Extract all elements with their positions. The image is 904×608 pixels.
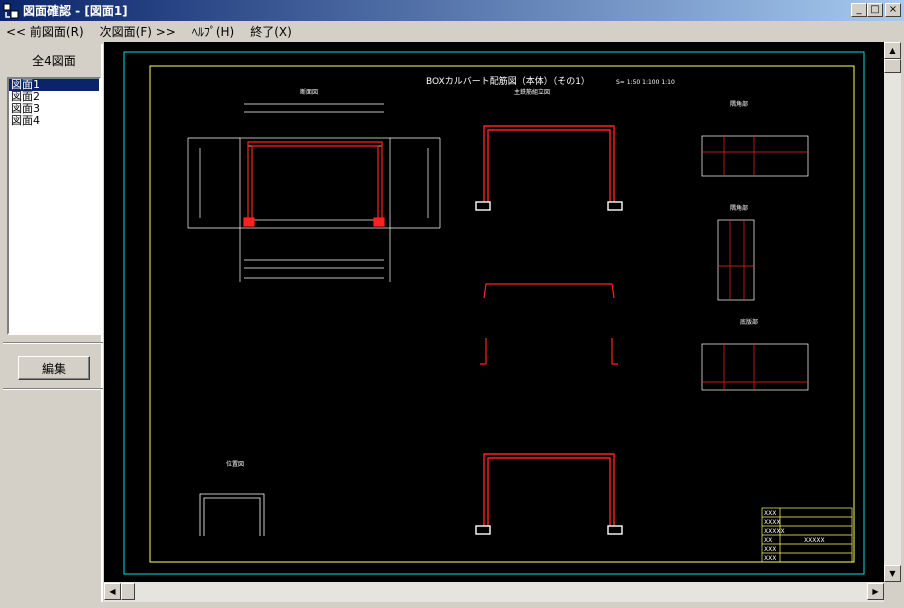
horizontal-scrollbar[interactable]: ◀ ▶ [104,582,884,602]
scroll-up-button[interactable]: ▲ [884,42,901,59]
arrow-down-icon: ▼ [889,569,896,578]
minimize-icon: _ [856,4,862,15]
title-block [761,507,853,563]
menu-prev-drawing[interactable]: << 前図面(R) [6,24,84,39]
title-block-cell: XXXX [764,519,780,526]
menu-next-drawing[interactable]: 次図面(F) >> [99,24,176,39]
drawing-count-label: 全4図面 [32,54,76,68]
scroll-left-button[interactable]: ◀ [104,583,121,600]
main-rebar-label: 主鉄筋組立図 [514,88,550,96]
maximize-button[interactable]: □ [867,3,883,17]
detail-bottom: 底版部 [701,318,809,391]
app-icon [3,3,19,18]
lower-rebar-assembly [475,453,623,535]
outer-frame [123,51,865,575]
vertical-scrollbar[interactable]: ▲ ▼ [884,42,901,582]
section-view-label: 断面図 [300,88,318,96]
edit-button[interactable]: 編集 [18,356,90,380]
minimize-button[interactable]: _ [851,3,867,17]
size-grip [884,582,901,602]
title-bar[interactable]: 図面確認 - [図面1] _ □ × [0,0,904,21]
main-rebar-assembly: 主鉄筋組立図 [475,88,623,211]
drawing-svg: BOXカルバート配筋図（本体）（その1） S= 1:50 1:100 1:10 … [123,51,865,575]
window-title: 図面確認 - [図面1] [23,4,128,18]
menu-bar: << 前図面(R) 次図面(F) >> ﾍﾙﾌﾟ(H) 終了(X) [0,21,904,41]
section-view: 断面図 [187,88,441,282]
drawing-canvas[interactable]: BOXカルバート配筋図（本体）（その1） S= 1:50 1:100 1:10 … [104,42,884,582]
title-block-cell: XXXXX [804,537,825,544]
horizontal-scroll-thumb[interactable] [121,583,135,600]
layout-plan: 位置図 [199,460,265,536]
drawing-list-panel: 全4図面 図面1 図面2 図面3 図面4 編集 [3,44,103,602]
arrow-left-icon: ◀ [109,587,116,596]
scroll-right-button[interactable]: ▶ [867,583,884,600]
title-block-cell: XXX [764,546,776,553]
vertical-scroll-thumb[interactable] [884,59,901,73]
list-item-drawing-3[interactable]: 図面3 [11,102,40,115]
menu-help[interactable]: ﾍﾙﾌﾟ(H) [191,24,235,39]
detail-a-label: 隅角部 [730,100,748,108]
title-block-cell: XXX [764,510,776,517]
title-block-cell: XXX [764,555,776,562]
divider [3,342,103,344]
arrow-right-icon: ▶ [872,587,879,596]
close-icon: × [888,4,898,15]
drawing-listbox[interactable]: 図面1 図面2 図面3 図面4 [7,77,101,335]
scroll-down-button[interactable]: ▼ [884,565,901,582]
drawing-scale: S= 1:50 1:100 1:10 [616,79,675,86]
detail-corner-a: 隅角部 [701,100,809,177]
close-button[interactable]: × [885,3,901,17]
detail-bottom-label: 底版部 [740,318,758,326]
title-block-cell: XX [764,537,772,544]
detail-corner-b: 隅角部 [717,204,755,301]
maximize-icon: □ [870,4,880,15]
list-item-drawing-2[interactable]: 図面2 [11,90,40,103]
divider [3,388,103,390]
title-block-cell: XXXXX [764,528,785,535]
inner-frame [149,65,855,563]
list-item-drawing-4[interactable]: 図面4 [11,114,40,127]
mid-rebar [480,283,618,365]
detail-b-label: 隅角部 [730,204,748,212]
title-block-text: XXX XXXX XXXXX XX XXX XXX XXXXX [764,510,825,562]
section-view-rebar [243,141,385,227]
layout-plan-label: 位置図 [226,460,244,468]
list-item-drawing-1[interactable]: 図面1 [9,79,99,91]
arrow-up-icon: ▲ [889,46,896,55]
menu-exit[interactable]: 終了(X) [250,24,292,39]
drawing-main-title: BOXカルバート配筋図（本体）（その1） [426,75,590,87]
